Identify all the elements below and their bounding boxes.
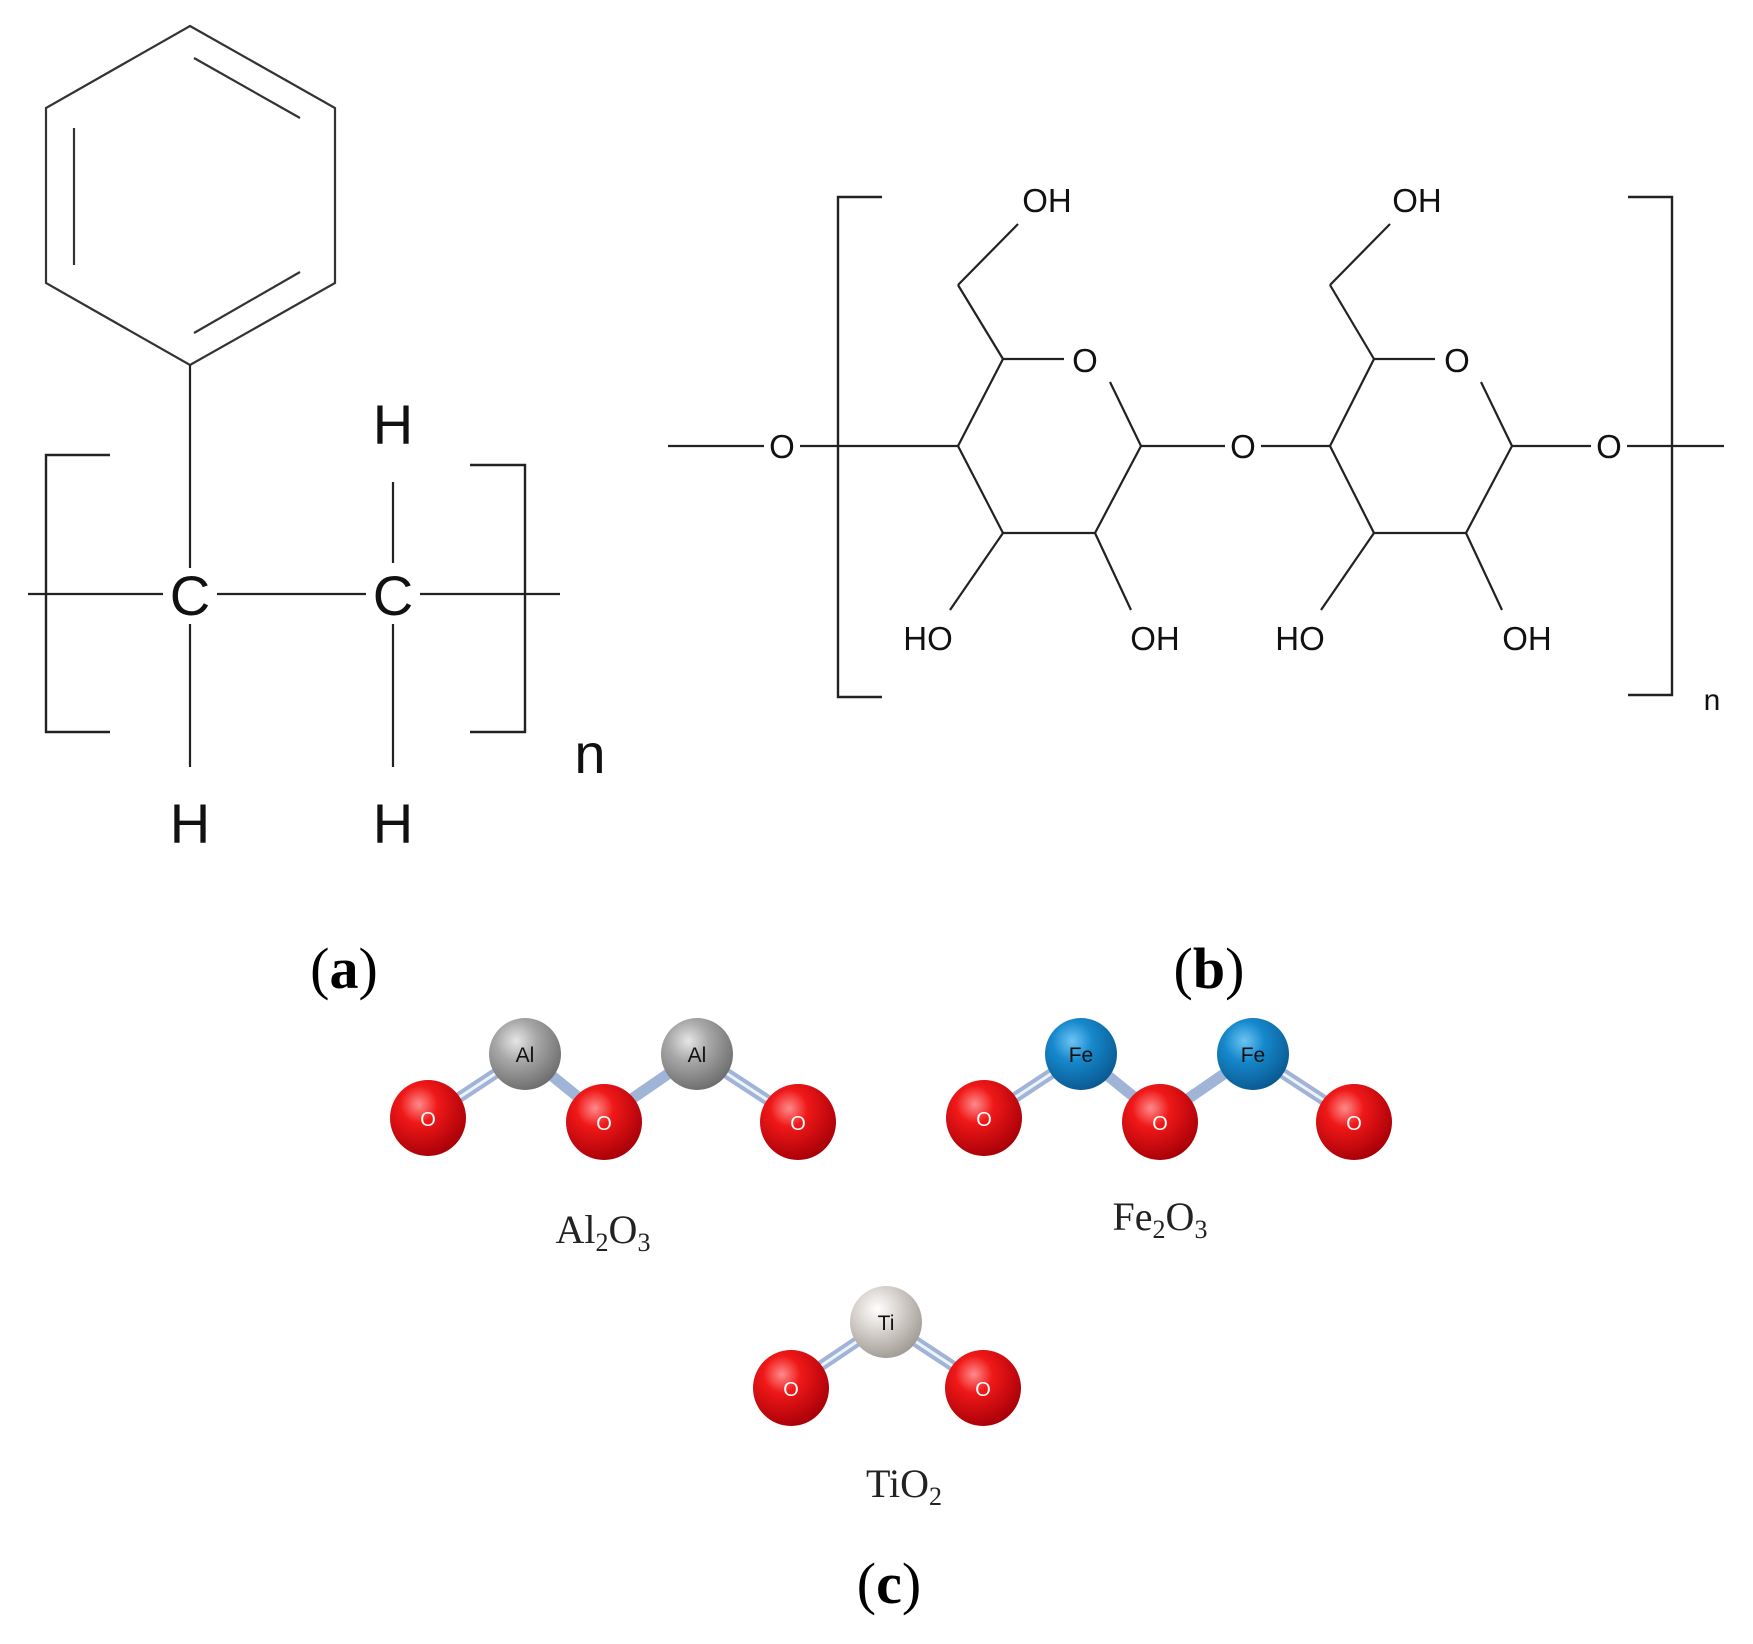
fe2o3-oxygen-2 — [1122, 1084, 1198, 1160]
atom-o-left: O — [769, 428, 795, 465]
fe2o3-oxygen-1-label: O — [976, 1109, 992, 1131]
atom-ring1-o: O — [1072, 342, 1098, 379]
panel-label-b: (b) — [1174, 936, 1245, 1001]
tio2-oxygen-1-label: O — [783, 1379, 799, 1401]
panel-a-polystyrene: C C H H H n — [28, 24, 606, 855]
tio2-formula: TiO2 — [866, 1461, 942, 1511]
right-bracket-a — [470, 463, 527, 734]
al2o3-aluminium-1-label: Al — [516, 1044, 535, 1067]
al2o3-aluminium-1 — [489, 1018, 561, 1090]
tio2-titanium — [850, 1286, 922, 1358]
fe2o3-oxygen-2-label: O — [1152, 1113, 1168, 1135]
atom-ring1-ho: HO — [903, 620, 953, 657]
atom-ring2-o: O — [1444, 342, 1470, 379]
atom-ring1-ch2oh: OH — [1022, 182, 1072, 219]
fe2o3-formula: Fe2O3 — [1113, 1194, 1208, 1244]
panel-c-metal-oxides: O O O Al Al Al2O3 O O O Fe — [390, 1018, 1392, 1616]
atom-ring2-ch2oh: OH — [1392, 182, 1442, 219]
tio2-oxygen-2-label: O — [975, 1379, 991, 1401]
atom-h-bottom-left: H — [170, 792, 210, 855]
al2o3-formula: Al2O3 — [556, 1207, 651, 1257]
fe2o3-iron-2-label: Fe — [1241, 1044, 1266, 1067]
fe2o3-iron-1-label: Fe — [1069, 1044, 1094, 1067]
atom-ring1-oh: OH — [1130, 620, 1180, 657]
al2o3-oxygen-2 — [566, 1084, 642, 1160]
atom-o-bridge: O — [1230, 428, 1256, 465]
al2o3-oxygen-1 — [390, 1080, 466, 1156]
al2o3-oxygen-2-label: O — [596, 1113, 612, 1135]
ring-1 — [949, 223, 1143, 611]
al2o3-oxygen-3 — [760, 1084, 836, 1160]
left-bracket-a — [44, 453, 110, 734]
atom-h-bottom-right: H — [373, 792, 413, 855]
fe2o3-oxygen-3 — [1316, 1084, 1392, 1160]
atom-h-top: H — [373, 393, 413, 456]
tio2-oxygen-2 — [945, 1350, 1021, 1426]
panel-b-cellulose: O O O O O OH OH HO OH HO OH n — [668, 182, 1724, 717]
atom-c1: C — [170, 564, 210, 627]
ring-2 — [1320, 223, 1514, 611]
al2o3-aluminium-2 — [661, 1018, 733, 1090]
molecule-tio2: O O Ti TiO2 — [753, 1286, 1021, 1511]
benzene-ring — [44, 24, 337, 367]
repeat-subscript-a: n — [574, 722, 605, 785]
tio2-titanium-label: Ti — [878, 1312, 895, 1335]
atom-ring2-oh: OH — [1502, 620, 1552, 657]
atom-o-right: O — [1596, 428, 1622, 465]
al2o3-oxygen-3-label: O — [790, 1113, 806, 1135]
molecule-al2o3: O O O Al Al Al2O3 — [390, 1018, 836, 1257]
al2o3-aluminium-2-label: Al — [688, 1044, 707, 1067]
panel-label-c: (c) — [857, 1551, 921, 1616]
al2o3-oxygen-1-label: O — [420, 1109, 436, 1131]
molecule-fe2o3: O O O Fe Fe Fe2O3 — [946, 1018, 1392, 1244]
atom-c2: C — [373, 564, 413, 627]
fe2o3-oxygen-3-label: O — [1346, 1113, 1362, 1135]
repeat-subscript-b: n — [1704, 684, 1721, 717]
panel-label-a: (a) — [310, 936, 378, 1001]
fe2o3-iron-1 — [1045, 1018, 1117, 1090]
fe2o3-iron-2 — [1217, 1018, 1289, 1090]
tio2-oxygen-1 — [753, 1350, 829, 1426]
atom-ring2-ho: HO — [1275, 620, 1325, 657]
fe2o3-oxygen-1 — [946, 1080, 1022, 1156]
